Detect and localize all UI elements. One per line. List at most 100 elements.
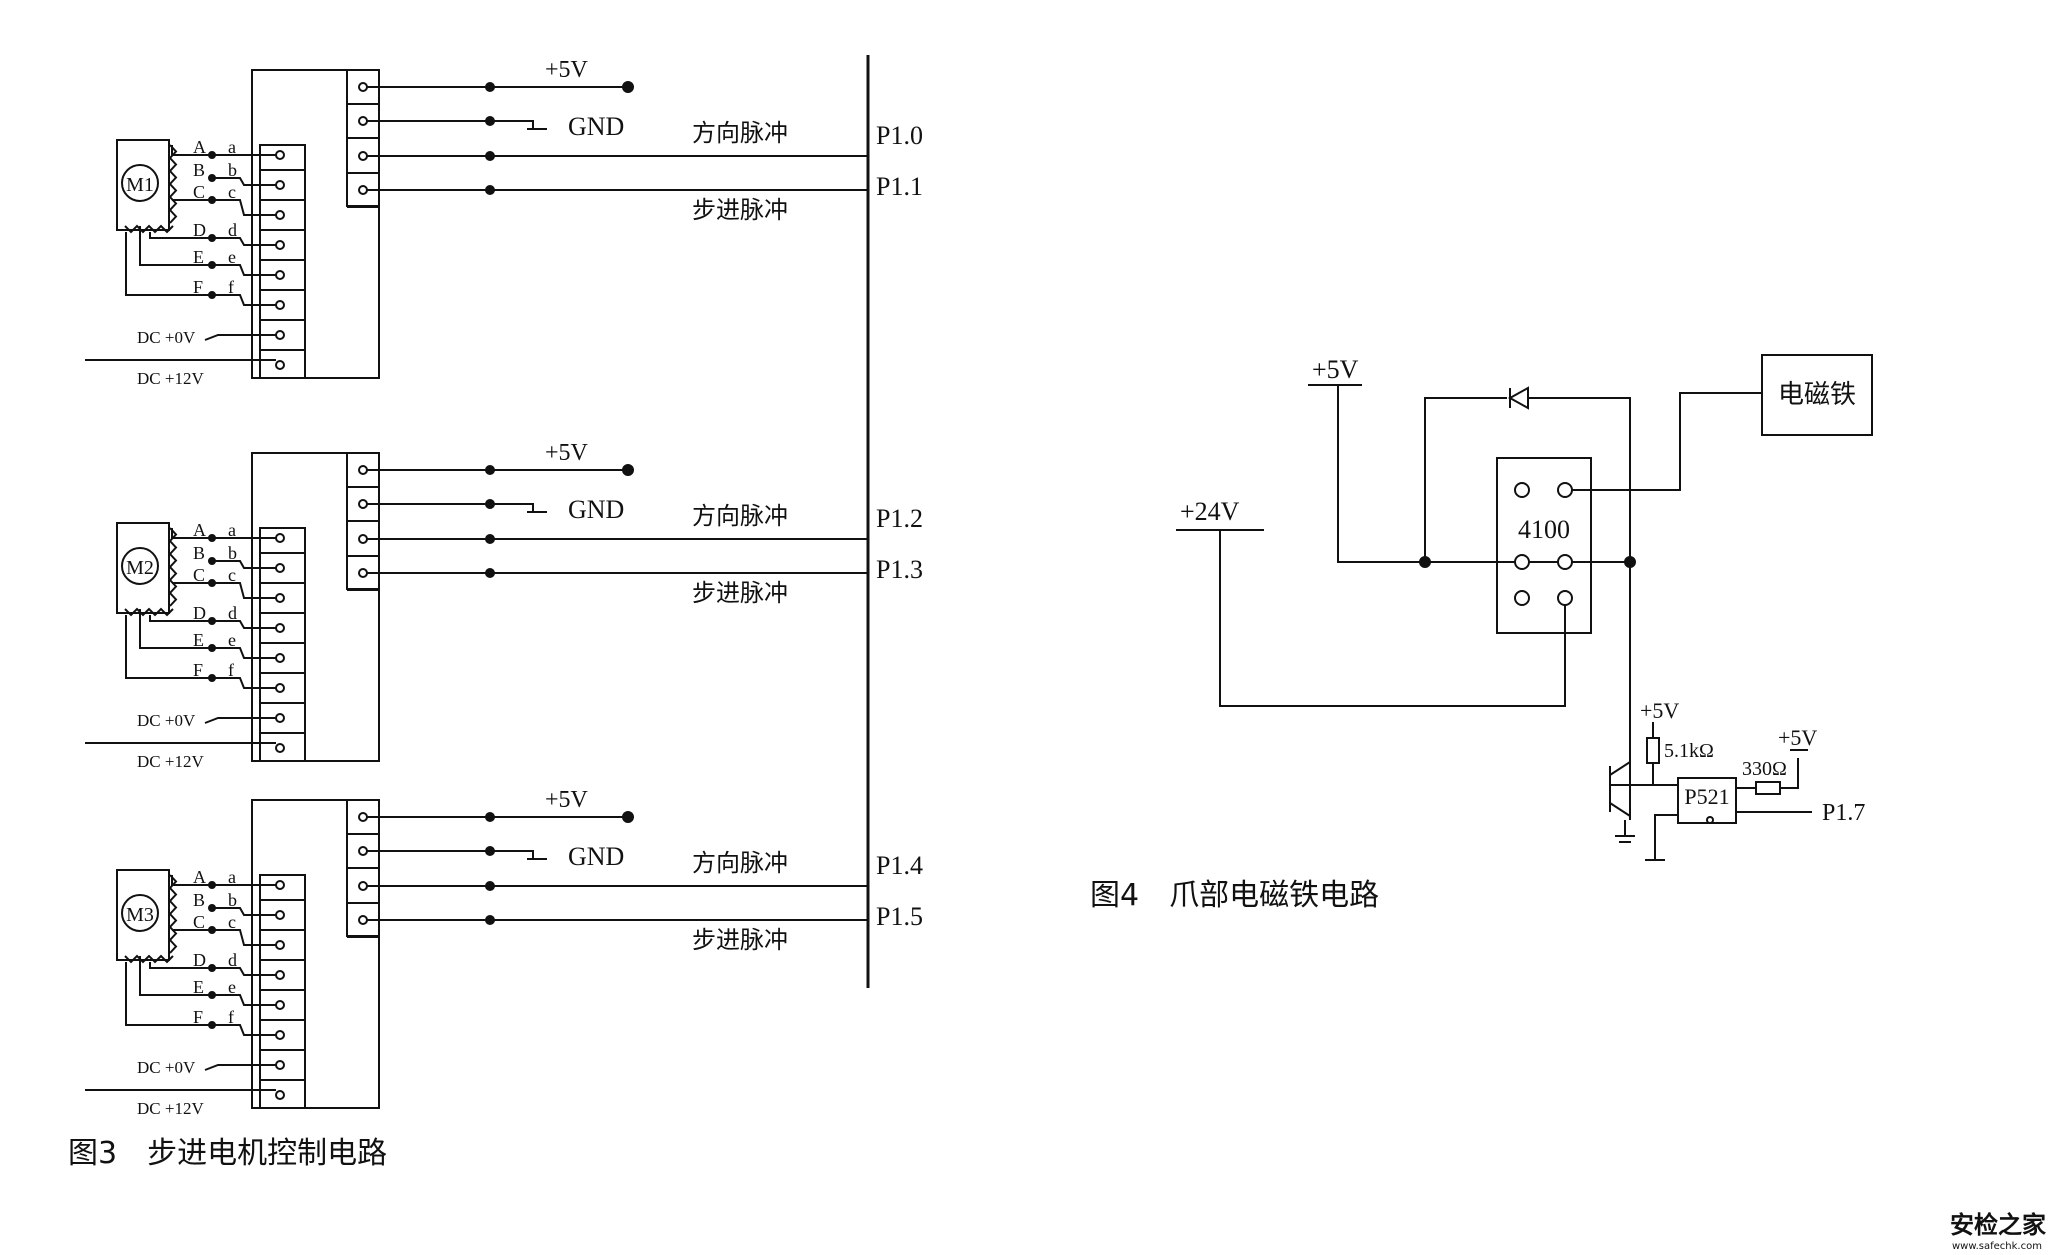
coil-lead [139,226,212,266]
coil-lead [125,615,212,679]
signal-terminal [358,499,368,509]
diode-wire [1528,397,1631,780]
port-dir-label: P1.4 [876,851,923,880]
motor-terminal [275,743,285,753]
vcc-label: +5V [545,787,589,813]
motor-terminal [275,533,285,543]
transistor-emitter [1609,802,1631,817]
coil-pin-label: D [193,603,206,623]
vcc-label: +5V [1312,355,1359,384]
vcc-label-2: +5V [1640,698,1679,723]
terminal-pin-label: c [228,182,236,202]
motor-terminal-strip [259,874,306,1109]
terminal-pin-label: a [228,137,236,157]
coil-wire [212,294,276,306]
terminal-pin-label: b [228,160,237,180]
coil-lead [139,609,212,649]
coil-pin-label: F [193,660,203,680]
motor-label: M2 [126,557,154,579]
coil-wire [212,199,276,216]
dc-12v-label: DC +12V [137,369,204,388]
signal-terminal [358,881,368,891]
dc-12v-label: DC +12V [137,752,204,771]
driver-module [251,452,380,762]
coil-pin-label: D [193,950,206,970]
motor-terminal [275,1030,285,1040]
coil-winding [168,527,178,607]
coil-pin-label: A [193,137,206,157]
port-p17-label: P1.7 [1822,800,1865,826]
signal-terminal [358,82,368,92]
electromagnet-label: 电磁铁 [1778,380,1856,409]
motor-icon [121,547,159,585]
dc-0v-wire [204,1064,276,1071]
signal-terminal [358,846,368,856]
coil-pin-label: C [193,565,205,585]
junction-dot [485,465,495,475]
coil-lead [171,875,212,886]
coil-pin-label: F [193,277,203,297]
figure3-caption: 图3 步进电机控制电路 [68,1136,387,1171]
step-pulse-label: 步进脉冲 [692,580,788,607]
coil-wire [212,967,276,976]
junction-dot [485,82,495,92]
coil-winding [168,144,178,224]
gnd-label: GND [568,112,624,141]
gnd-label: GND [568,842,624,871]
motor-housing [116,869,170,961]
port-dir-label: P1.0 [876,121,923,150]
coil-wire [212,177,276,186]
terminal-pin-label: d [228,603,237,623]
coil-lead [171,145,212,156]
magnet-wire [1572,392,1762,491]
dc-12v-label: DC +12V [137,1099,204,1118]
coil-wire [212,620,276,629]
coil-winding [124,607,174,617]
coil-wire [212,237,276,246]
signal-terminal [358,568,368,578]
coil-wire [212,929,276,946]
vcc-label: +5V [545,440,589,466]
junction-dot [485,568,495,578]
v24-label: +24V [1180,497,1240,526]
coil-wire [212,582,276,599]
terminal-pin-label: d [228,220,237,240]
watermark-title: 安检之家 [1950,1211,2046,1239]
coil-pin-label: E [193,977,204,997]
coil-pin-label: A [193,520,206,540]
coil-pin-label: F [193,1007,203,1027]
junction-dot [485,534,495,544]
motor-terminal [275,970,285,980]
relay-pin [1514,482,1530,498]
signal-terminal [358,151,368,161]
signal-terminal [358,465,368,475]
coil-wire [212,1024,276,1036]
port-step-label: P1.3 [876,555,923,584]
direction-pulse-label: 方向脉冲 [692,120,788,147]
coil-pin-label: A [193,867,206,887]
v24-wire [1219,530,1566,707]
terminal-pin-label: e [228,977,236,997]
motor-terminal [275,180,285,190]
terminal-pin-label: b [228,890,237,910]
figure4-caption: 图4 爪部电磁铁电路 [1090,878,1379,913]
coil-lead [125,962,212,1026]
motor-terminal [275,1090,285,1100]
site-watermark: 安检之家 www.safechk.com [1950,1211,2046,1252]
motor-housing [116,522,170,614]
vcc-node [622,464,634,476]
junction-dot [485,185,495,195]
motor-terminal [275,360,285,370]
driver-module [251,69,380,379]
motor-terminal [275,1000,285,1010]
relay-pin [1514,590,1530,606]
coil-lead [139,956,212,996]
coil-wire [212,994,276,1006]
coil-wire [212,907,276,916]
motor-terminal [275,210,285,220]
